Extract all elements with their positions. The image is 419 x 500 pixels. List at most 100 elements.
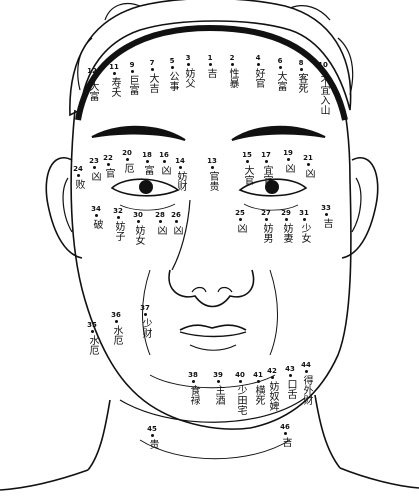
zone-number: 45 (147, 425, 157, 433)
zone-dot (302, 218, 306, 221)
zone-dot (150, 434, 154, 437)
zone-dot (245, 160, 249, 163)
zone-text: 大富 (87, 81, 98, 101)
hairline (75, 24, 348, 121)
zone-number: 22 (103, 154, 113, 162)
zone-dot (304, 370, 308, 373)
zone-text: 破 (91, 219, 102, 229)
zone-dot (145, 160, 149, 163)
zone-number: 43 (285, 365, 295, 373)
zone-label-42: 42 妨奴婢 (265, 367, 279, 412)
zone-number: 8 (298, 59, 304, 67)
zone-dot (324, 213, 328, 216)
zone-number: 4 (255, 54, 261, 62)
left-ear-inner (62, 177, 73, 233)
zone-text: 厄 (122, 163, 133, 173)
zone-text: 主酒 (213, 385, 224, 405)
left-eyebrow (91, 125, 186, 141)
zone-number: 42 (267, 367, 277, 375)
zone-text: 凶 (283, 163, 294, 173)
zone-number: 46 (280, 423, 290, 431)
zone-dot (162, 160, 166, 163)
zone-number: 15 (242, 151, 252, 159)
nose-bridge (171, 199, 191, 271)
zone-text: 凶 (159, 165, 170, 175)
zone-number: 9 (129, 61, 135, 69)
zone-label-14: 14 妨财 (173, 157, 187, 192)
right-ear (341, 157, 379, 259)
zone-number: 19 (283, 149, 293, 157)
zone-text: 凶 (89, 171, 100, 181)
zone-label-19: 19 凶 (281, 149, 295, 174)
zone-number: 35 (87, 321, 97, 329)
nostrils (191, 286, 233, 293)
zone-number: 18 (142, 151, 152, 159)
zone-text: 不宜入山 (318, 75, 329, 115)
zone-dot (186, 63, 190, 66)
zone-text: 凶 (303, 168, 314, 178)
right-eye (238, 178, 308, 197)
zone-dot (136, 220, 140, 223)
zone-dot (283, 432, 287, 435)
zone-dot (170, 66, 174, 69)
zone-number: 23 (89, 157, 99, 165)
zone-number: 27 (261, 209, 271, 217)
zone-dot (208, 63, 212, 66)
zone-dot (178, 166, 182, 169)
zone-text: 妨男 (261, 223, 272, 243)
zone-text: 妨父 (183, 68, 194, 88)
neck-right (314, 394, 341, 469)
zone-number: 32 (113, 207, 123, 215)
zone-text: 妨财 (175, 171, 186, 191)
nose-tip (168, 269, 255, 308)
zone-dot (278, 66, 282, 69)
zone-text: 宜官 (261, 165, 272, 185)
zone-text: 凶 (155, 225, 166, 235)
zone-text: 少女 (299, 223, 310, 243)
zone-dot (288, 374, 292, 377)
zone-number: 24 (73, 165, 83, 173)
zone-number: 14 (175, 157, 185, 165)
zone-number: 12 (87, 67, 97, 75)
zone-dot (90, 76, 94, 79)
zone-dot (299, 68, 303, 71)
zone-dot (191, 380, 195, 383)
zone-text: 吉 (321, 218, 332, 228)
zone-text: 公事 (167, 71, 178, 91)
zone-dot (256, 380, 260, 383)
zone-dot (94, 214, 98, 217)
zone-number: 2 (229, 54, 235, 62)
zone-text: 凶 (235, 223, 246, 233)
zone-label-23: 23 凶 (87, 157, 101, 182)
zone-number: 31 (299, 209, 309, 217)
zone-text: 食禄 (188, 385, 199, 405)
zone-dot (321, 70, 325, 73)
right-cheek-line (269, 269, 278, 356)
zone-text: 妨奴婢 (267, 381, 278, 411)
zone-text: 吉 (205, 68, 216, 78)
chin-line-1 (149, 374, 276, 389)
zone-dot (264, 218, 268, 221)
right-pupil (265, 180, 279, 194)
